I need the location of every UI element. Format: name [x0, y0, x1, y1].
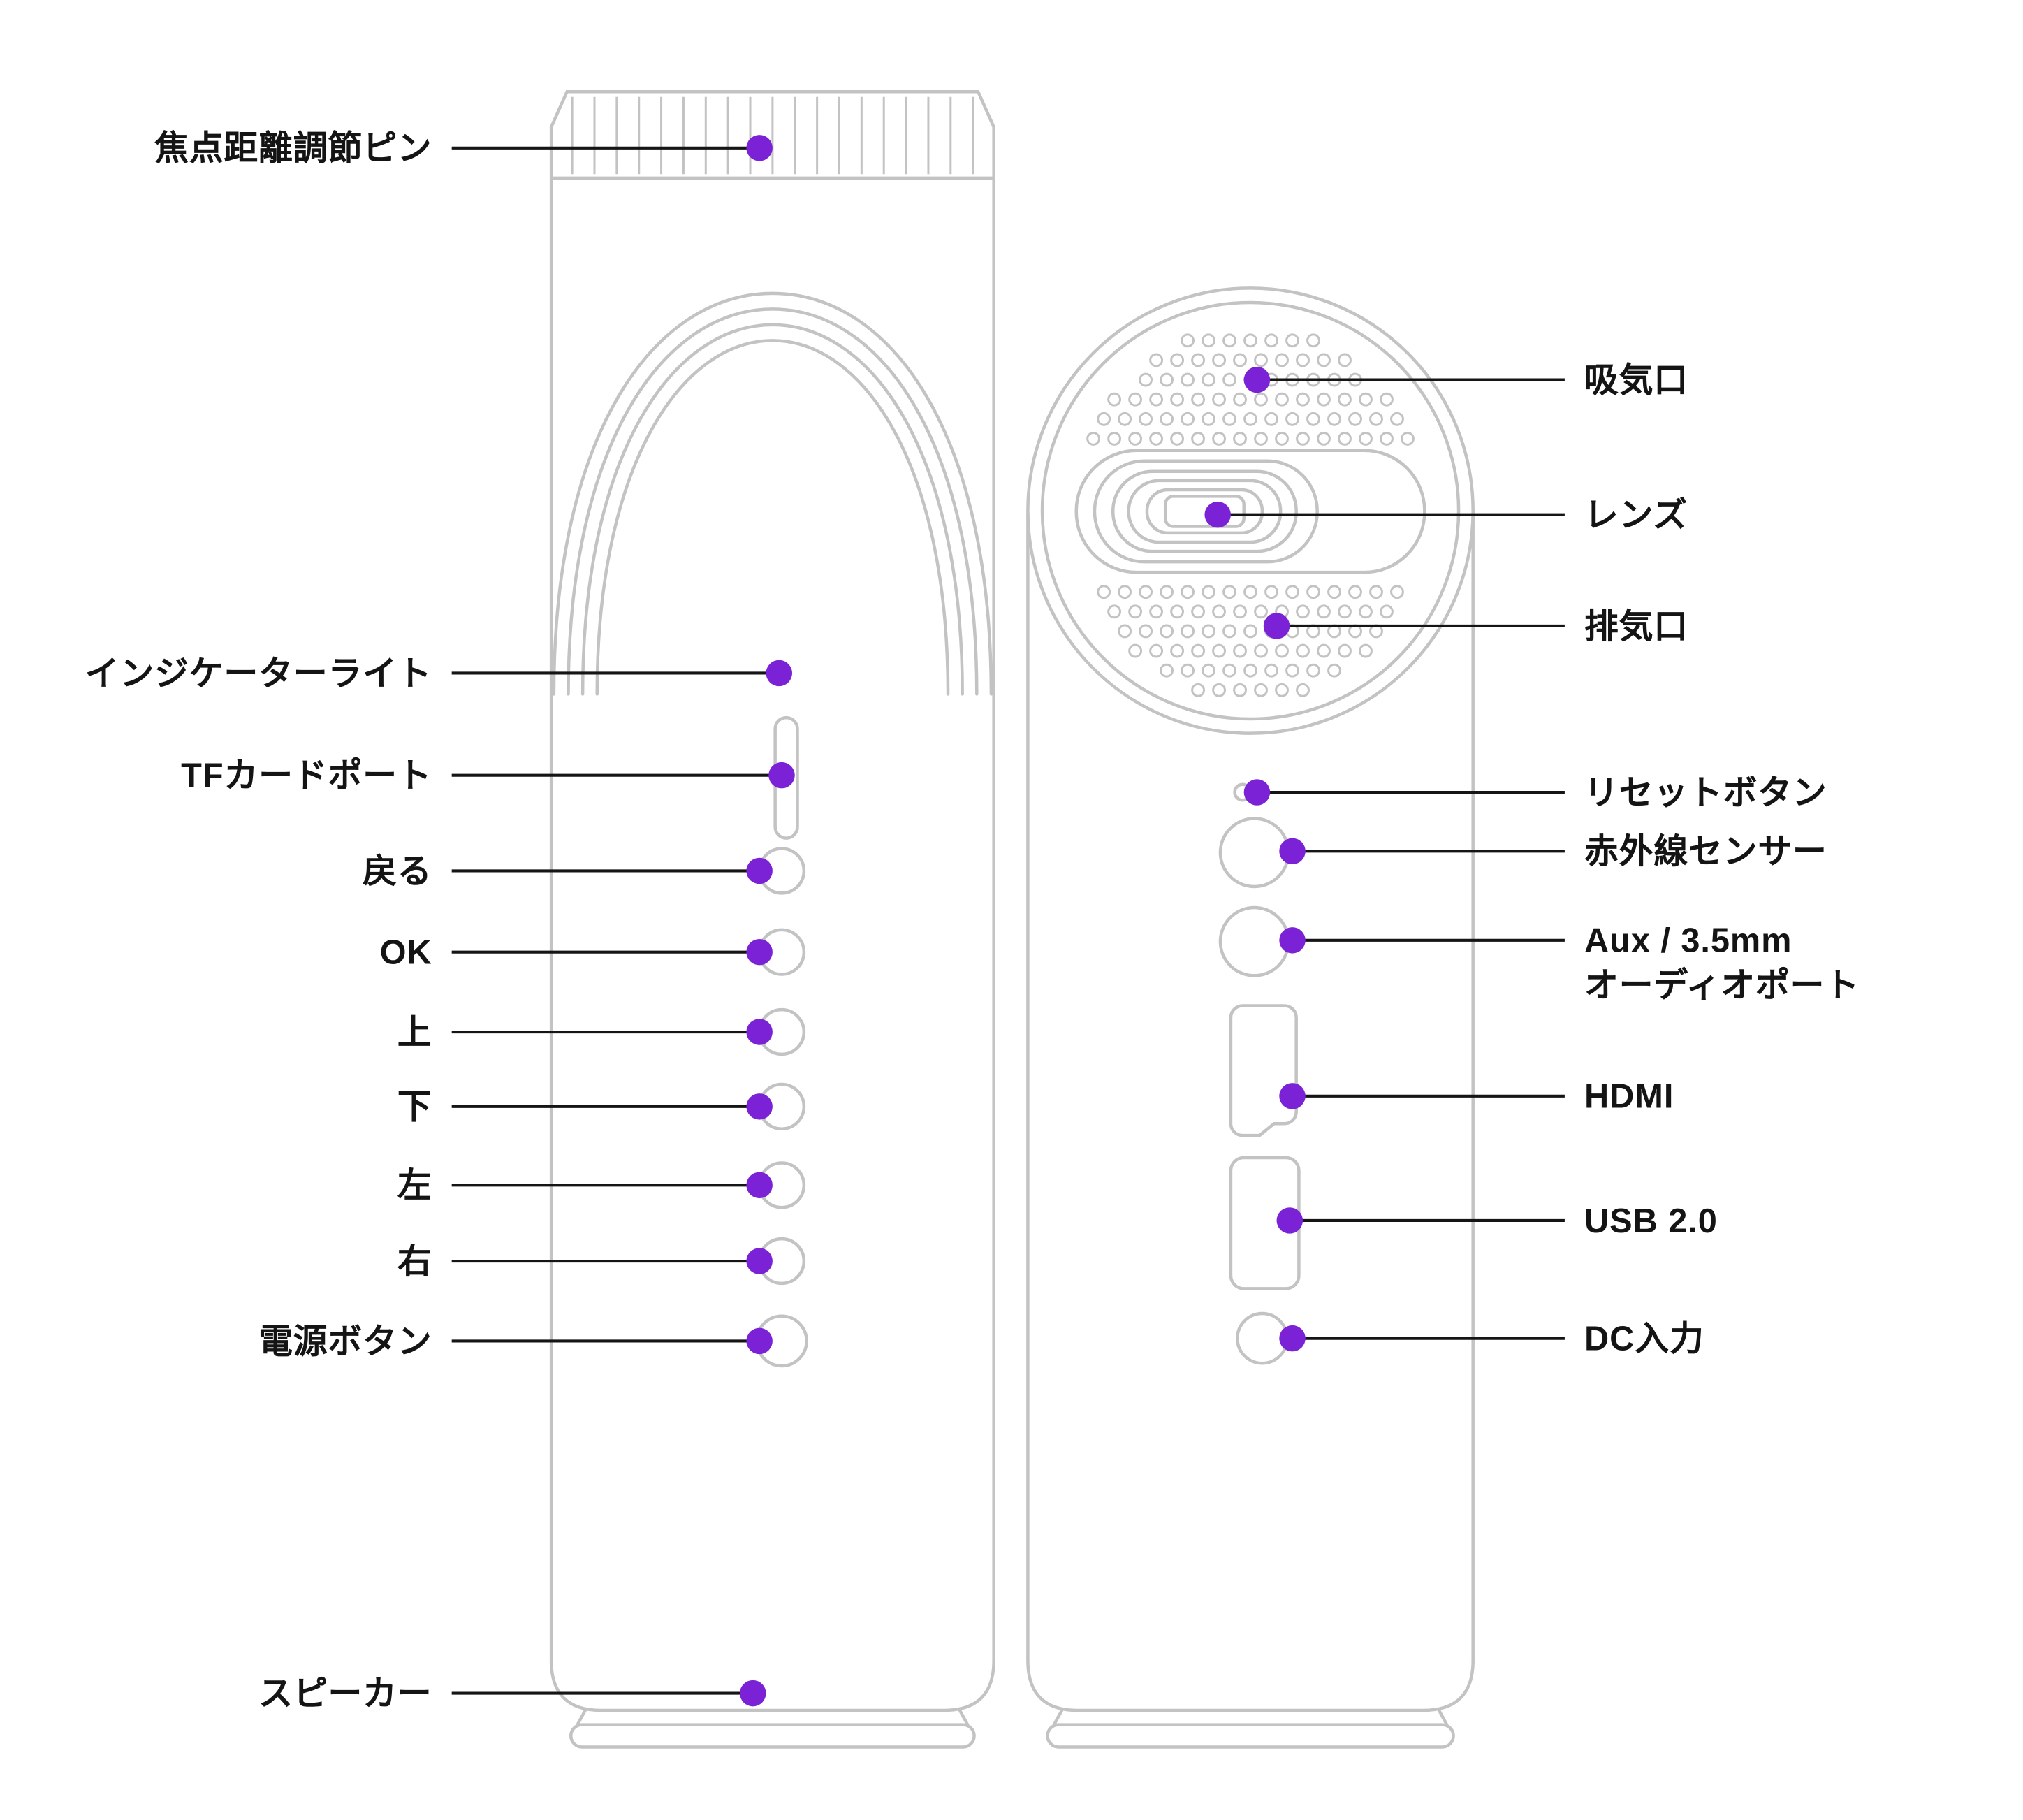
marker-ok [746, 938, 773, 966]
label-left-button: 左 [397, 1165, 432, 1205]
label-power-button: 電源ボタン [258, 1321, 432, 1361]
label-right-button: 右 [397, 1241, 432, 1281]
label-air-exhaust: 排気口 [1584, 606, 1689, 646]
marker-left [746, 1172, 773, 1199]
aux-jack-shape [1218, 905, 1290, 977]
marker-ir-sensor [1279, 838, 1306, 865]
marker-tf-card-port [768, 762, 795, 789]
label-aux-audio-port: Aux / 3.5mm オーディオポート [1584, 920, 1860, 1005]
label-reset-button: リセットボタン [1584, 772, 1827, 813]
label-tf-card-port: TFカードポート [181, 755, 432, 795]
top-face-outer-ring [1026, 286, 1475, 735]
air-intake-holes [1086, 333, 1415, 446]
label-focus-pin: 焦点距離調節ピン [154, 128, 432, 168]
label-back-button: 戻る [363, 851, 432, 891]
top-face-inner-ring [1040, 300, 1461, 721]
label-lens: レンズ [1584, 495, 1688, 534]
right-device [1026, 286, 1475, 1749]
label-dc-input: DC入力 [1584, 1318, 1704, 1358]
marker-down [746, 1093, 773, 1120]
arch-panel-lines [552, 291, 993, 696]
marker-reset-button [1243, 779, 1271, 806]
marker-right [746, 1248, 773, 1274]
air-exhaust-holes [1097, 585, 1404, 697]
label-speaker: スピーカー [258, 1673, 432, 1713]
callout-markers [740, 135, 1306, 1707]
hdmi-port-shape [1229, 1004, 1298, 1137]
leader-lines [451, 146, 1565, 1695]
label-ok-button: OK [379, 932, 432, 972]
label-indicator-light: インジケーターライト [85, 653, 432, 693]
lens-assembly [1074, 449, 1426, 574]
focus-rib-band [571, 96, 974, 175]
marker-indicator-light [766, 660, 793, 687]
marker-aux-audio-port [1279, 927, 1306, 954]
lens-window [1163, 495, 1246, 528]
right-device-base [1046, 1708, 1455, 1749]
label-hdmi-port: HDMI [1584, 1076, 1674, 1116]
marker-back [746, 857, 773, 884]
ir-sensor-shape [1218, 817, 1290, 889]
marker-speaker [740, 1680, 766, 1707]
left-device-outline [549, 89, 995, 1712]
label-ir-sensor: 赤外線センサー [1584, 831, 1827, 871]
label-usb-port: USB 2.0 [1584, 1200, 1718, 1241]
label-up-button: 上 [397, 1012, 432, 1052]
marker-hdmi [1279, 1083, 1306, 1109]
label-air-intake: 吸気口 [1584, 360, 1689, 400]
marker-power-button [746, 1327, 773, 1355]
marker-dc-input [1279, 1325, 1306, 1352]
marker-lens [1204, 501, 1231, 528]
right-device-outline [1026, 511, 1475, 1712]
marker-up [746, 1019, 773, 1045]
marker-air-intake [1243, 366, 1271, 393]
marker-air-exhaust [1263, 613, 1290, 639]
left-device-base [569, 1708, 976, 1749]
label-down-button: 下 [397, 1086, 432, 1126]
marker-usb [1276, 1207, 1303, 1234]
left-device [549, 89, 995, 1749]
marker-focus-pin [746, 135, 773, 161]
